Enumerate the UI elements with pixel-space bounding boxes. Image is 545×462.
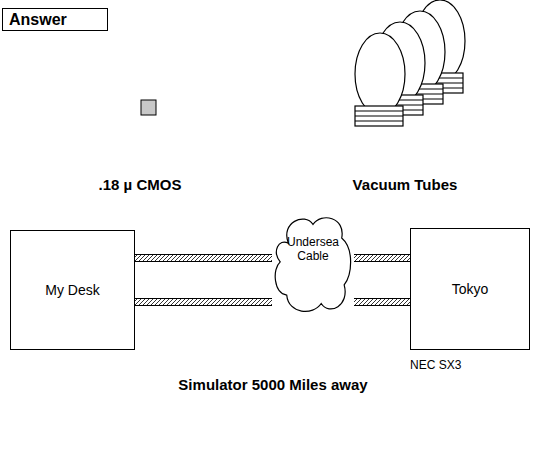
band-outline [135,298,272,306]
node-text: Undersea Cable [283,235,343,264]
cable-band [135,302,272,303]
vacuum-tubes [355,0,465,126]
cable-band [354,258,410,259]
node-text: Answer [9,10,67,29]
cable-band [354,302,410,303]
band-hatch [135,255,272,261]
cmos-chip [141,100,156,115]
tube-symbol [355,33,405,126]
band-hatch [354,299,410,305]
answer-box: Answer [2,8,108,31]
tokyo-box: Tokyo [410,228,530,350]
tech-label: .18 µ CMOS [99,176,182,193]
caption: Simulator 5000 Miles away [178,376,367,393]
band-hatch [354,255,410,261]
tech-label: Vacuum Tubes [353,176,458,193]
cable-band [135,258,272,259]
cloud-outline [272,212,354,316]
band-outline [354,298,410,306]
band-outline [354,254,410,262]
band-hatch [135,299,272,305]
band-outline [135,254,272,262]
machine-label: NEC SX3 [410,358,461,372]
cloud-shape [275,218,350,312]
node-text: My Desk [45,282,99,299]
desk-box: My Desk [10,230,135,350]
cable-cloud: Undersea Cable [272,212,354,316]
node-text: Tokyo [452,281,489,298]
